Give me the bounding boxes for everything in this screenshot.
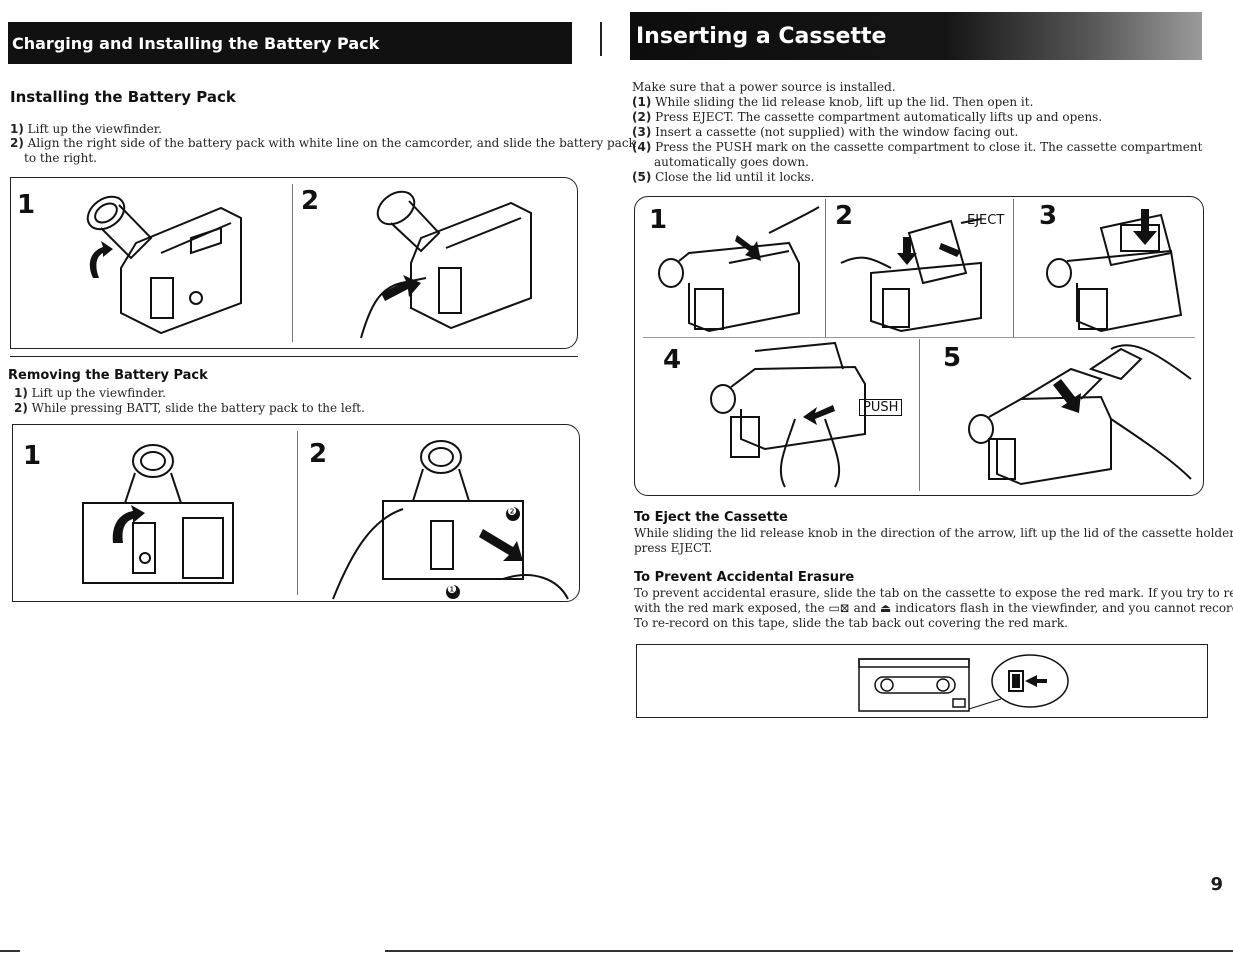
cassette-intro: Make sure that a power source is install… bbox=[632, 80, 896, 94]
insert-cassette-illustration bbox=[1046, 209, 1183, 333]
prevent-line-2: with the red mark exposed, the ▭⊠ and ⏏ … bbox=[634, 601, 1233, 615]
install-step-2-cont: to the right. bbox=[24, 151, 97, 165]
cassette-step-1: (1) While sliding the lid release knob, … bbox=[632, 95, 1034, 109]
push-close-illustration bbox=[710, 341, 866, 488]
install-fig-num-2: 2 bbox=[301, 186, 320, 216]
eject-line-1: While sliding the lid release knob in th… bbox=[634, 526, 1233, 540]
section-title-cassette: Inserting a Cassette bbox=[630, 12, 1202, 60]
column-divider bbox=[600, 22, 602, 56]
remove-fig-num-1: 1 bbox=[23, 441, 42, 471]
cassette-step-2: (2) Press EJECT. The cassette compartmen… bbox=[632, 110, 1103, 124]
cassette-step-4: (4) Press the PUSH mark on the cassette … bbox=[632, 140, 1203, 154]
cassette-fig-num-1: 1 bbox=[649, 205, 668, 235]
install-fig-num-1: 1 bbox=[17, 190, 36, 220]
push-label: PUSH bbox=[859, 399, 903, 416]
installing-heading: Installing the Battery Pack bbox=[10, 88, 236, 106]
install-step-2: 2) Align the right side of the battery p… bbox=[10, 136, 636, 150]
callout-1: ❶ bbox=[447, 583, 457, 596]
install-figure: 1 2 bbox=[10, 177, 578, 349]
remove-figure: 1 2 ❷ ❶ bbox=[12, 424, 580, 602]
cassette-sep-2 bbox=[1013, 199, 1014, 337]
page-number: 9 bbox=[1210, 874, 1223, 895]
cassette-sep-3 bbox=[919, 339, 920, 491]
camcorder-rear-viewfinder-illustration bbox=[82, 444, 234, 584]
install-step-1: 1) Lift up the viewfinder. bbox=[10, 122, 162, 136]
eject-label: EJECT bbox=[967, 213, 1005, 228]
lid-open-illustration bbox=[658, 206, 820, 333]
section-title-battery: Charging and Installing the Battery Pack bbox=[8, 22, 572, 64]
remove-step-1: 1) Lift up the viewfinder. bbox=[14, 386, 166, 400]
bottom-rule-left bbox=[0, 950, 20, 952]
section-title-cassette-text: Inserting a Cassette bbox=[636, 23, 887, 49]
prevent-line-1: To prevent accidental erasure, slide the… bbox=[634, 586, 1233, 600]
remove-figure-separator bbox=[297, 431, 298, 595]
bottom-rule bbox=[385, 950, 1233, 952]
battery-insert-illustration bbox=[360, 190, 532, 339]
prevent-heading: To Prevent Accidental Erasure bbox=[634, 570, 855, 585]
battery-remove-illustration bbox=[332, 440, 569, 600]
camcorder-viewfinder-up-illustration bbox=[86, 195, 242, 335]
cassette-tab-figure bbox=[636, 644, 1208, 718]
cassette-step-3: (3) Insert a cassette (not supplied) wit… bbox=[632, 125, 1019, 139]
removing-heading: Removing the Battery Pack bbox=[8, 368, 208, 383]
cassette-step-4-cont: automatically goes down. bbox=[654, 155, 809, 169]
cassette-fig-num-3: 3 bbox=[1039, 201, 1058, 231]
remove-step-2: 2) While pressing BATT, slide the batter… bbox=[14, 401, 365, 415]
cassette-figure: 1 2 3 4 5 EJECT PUSH bbox=[634, 196, 1204, 496]
cassette-sep-1 bbox=[825, 199, 826, 337]
cassette-fig-num-5: 5 bbox=[943, 343, 962, 373]
cassette-fig-num-2: 2 bbox=[835, 201, 854, 231]
cassette-step-5: (5) Close the lid until it locks. bbox=[632, 170, 815, 184]
eject-heading: To Eject the Cassette bbox=[634, 510, 788, 525]
remove-fig-num-2: 2 bbox=[309, 439, 328, 469]
lid-close-illustration bbox=[968, 344, 1192, 486]
prevent-line-3: To re-record on this tape, slide the tab… bbox=[634, 616, 1068, 630]
install-rule bbox=[10, 356, 578, 357]
cassette-hsep bbox=[643, 337, 1195, 338]
section-title-battery-text: Charging and Installing the Battery Pack bbox=[12, 33, 380, 53]
cassette-tab-illustration bbox=[858, 654, 1069, 712]
eject-line-2: press EJECT. bbox=[634, 541, 713, 555]
cassette-fig-num-4: 4 bbox=[663, 345, 682, 375]
callout-2: ❷ bbox=[507, 505, 517, 518]
eject-press-illustration bbox=[840, 218, 982, 333]
install-figure-separator bbox=[292, 184, 293, 342]
